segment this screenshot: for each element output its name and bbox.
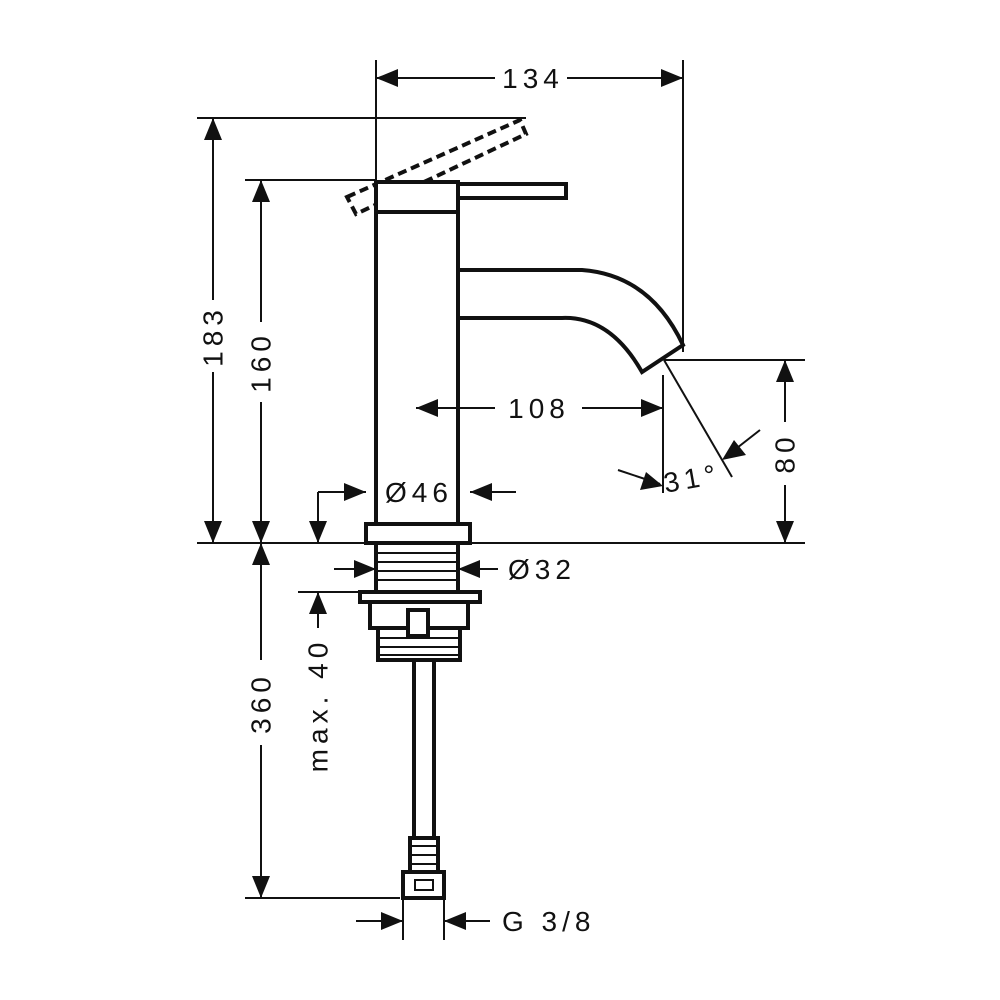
screw — [406, 608, 430, 638]
faucet — [344, 117, 686, 545]
dimension-lines — [204, 69, 794, 930]
dim-diameter-46: Ø46 — [385, 477, 453, 508]
dim-angle-31: 31° — [661, 458, 723, 498]
dim-connection-g38: G 3/8 — [502, 906, 595, 937]
dim-160: 160 — [246, 331, 277, 393]
dim-108: 108 — [508, 393, 570, 424]
dimension-labels: 134 183 160 108 31° 80 Ø46 Ø32 max. 40 3… — [198, 63, 801, 937]
dim-134: 134 — [502, 63, 564, 94]
dim-80: 80 — [770, 432, 801, 473]
spout — [447, 268, 686, 375]
dim-diameter-32: Ø32 — [508, 554, 576, 585]
threaded-shank — [374, 541, 460, 595]
dim-183: 183 — [198, 305, 229, 367]
lever-cap — [374, 180, 460, 214]
dim-360: 360 — [246, 672, 277, 734]
mounting-parts — [358, 541, 482, 900]
supply-hose — [412, 658, 436, 840]
hose-connector-g38 — [401, 870, 446, 900]
base-collar — [364, 522, 472, 545]
lever-handle — [456, 182, 568, 200]
dim-max-40: max. 40 — [303, 638, 334, 773]
